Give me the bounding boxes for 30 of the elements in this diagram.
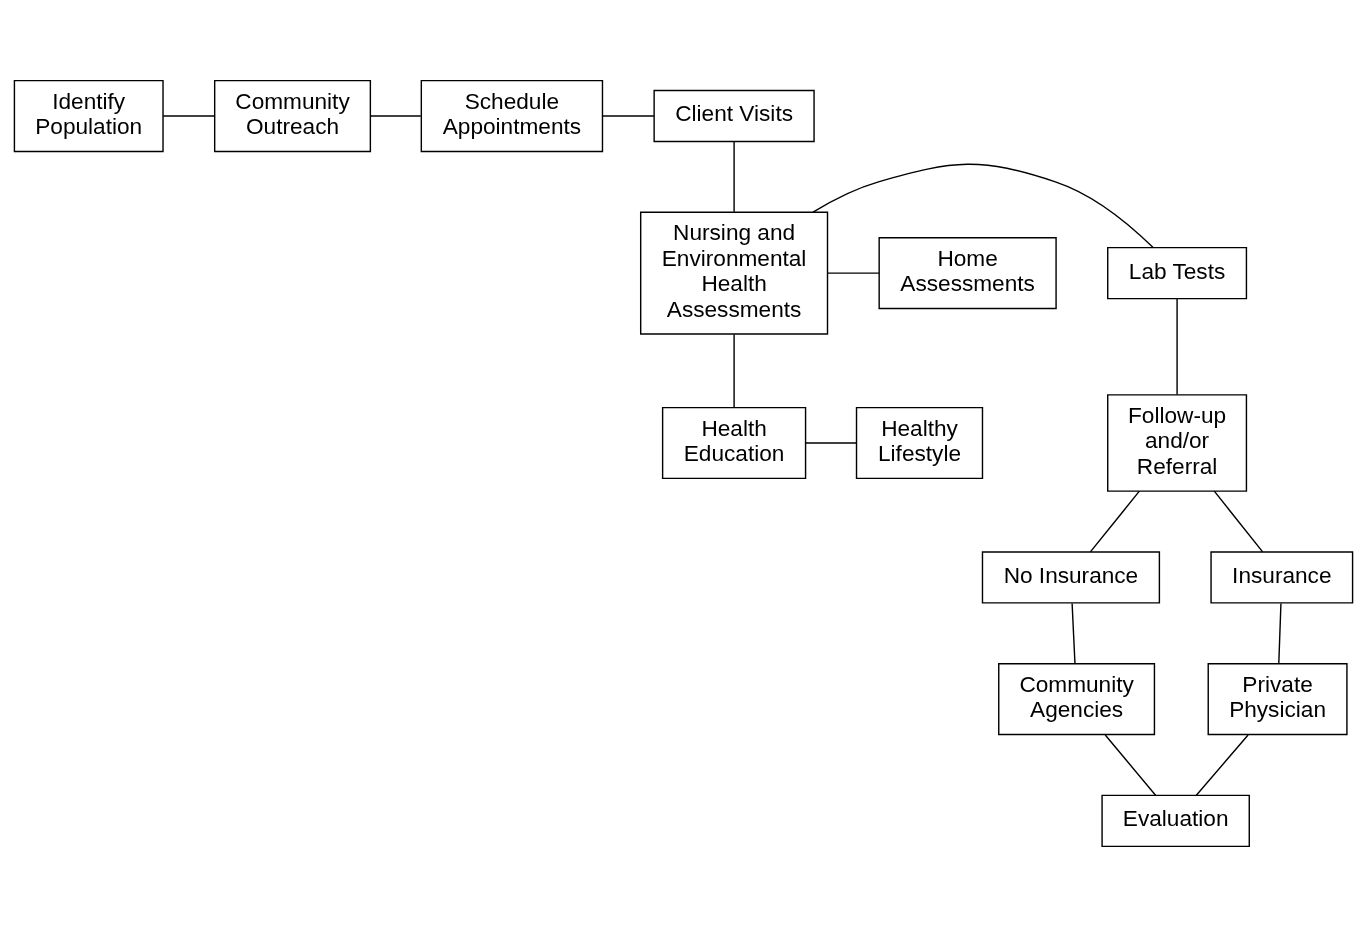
node-box: Health Education <box>661 406 807 479</box>
node-box: Lab Tests <box>1107 246 1248 299</box>
connector <box>601 114 655 117</box>
node-box: Schedule Appointments <box>420 79 604 152</box>
connector <box>162 114 215 117</box>
node-box: Private Physician <box>1207 662 1348 735</box>
node-box: Home Assessments <box>878 236 1057 309</box>
connector <box>369 114 422 117</box>
node-box: Nursing and Environmental Health Assessments <box>640 211 829 335</box>
connector <box>826 271 880 274</box>
connector <box>805 441 858 444</box>
connector <box>1213 489 1264 553</box>
connector <box>1104 733 1157 796</box>
node-box: Client Visits <box>653 89 815 142</box>
node-box: Follow-up and/or Referral <box>1107 393 1248 492</box>
node-box: Healthy Lifestyle <box>855 406 984 479</box>
node-box: No Insurance <box>981 550 1161 604</box>
connector <box>1089 489 1141 553</box>
node-box: Community Outreach <box>213 79 372 152</box>
node-box: Insurance <box>1210 550 1354 604</box>
connector <box>1278 602 1282 664</box>
node-box: Community Agencies <box>998 662 1156 735</box>
connector <box>1071 602 1076 664</box>
connector <box>733 140 735 213</box>
connector <box>1195 733 1249 796</box>
node-box: Identify Population <box>13 79 164 152</box>
connector <box>733 333 735 408</box>
connector <box>1176 297 1178 395</box>
node-box: Evaluation <box>1101 794 1250 847</box>
connector <box>812 163 1154 248</box>
